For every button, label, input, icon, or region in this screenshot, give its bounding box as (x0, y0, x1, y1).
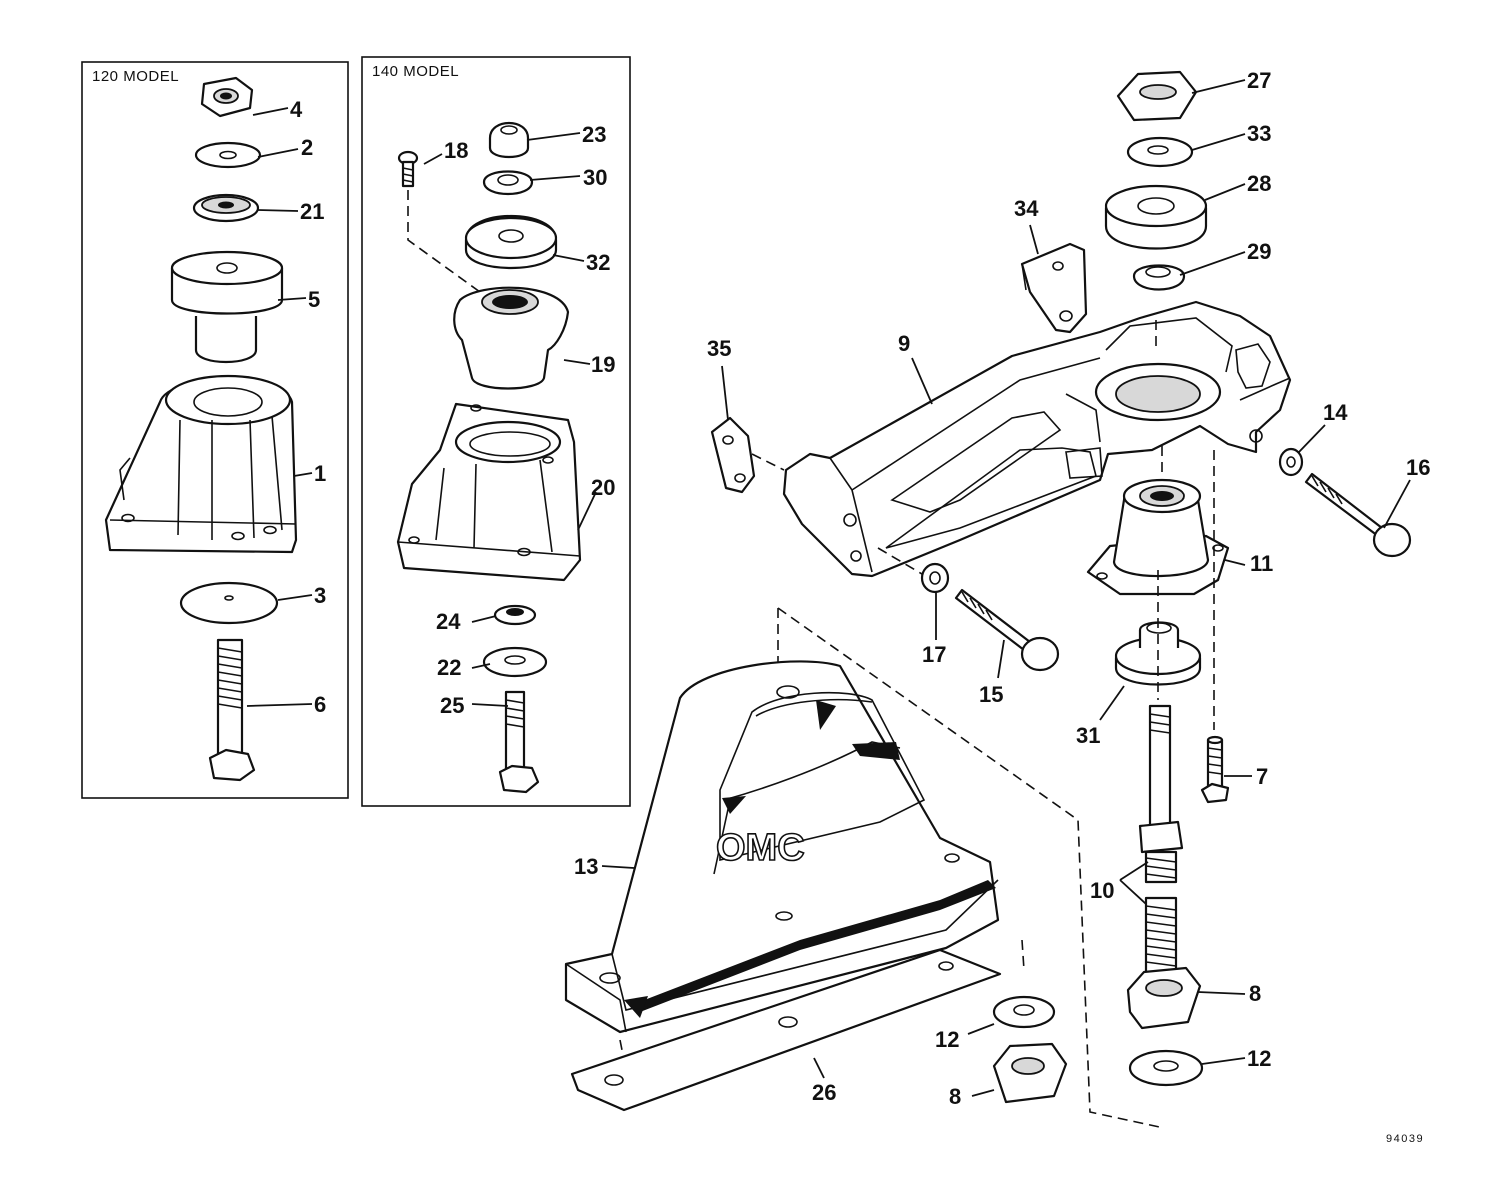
part-18-screw (397, 150, 481, 293)
callout-8-right: 8 (1249, 981, 1261, 1006)
callout-7: 7 (1256, 764, 1268, 789)
part-32-cushion (464, 215, 558, 270)
figure-code: 94039 (1386, 1133, 1424, 1145)
callout-13: 13 (574, 854, 598, 879)
part-24-washer (493, 604, 537, 626)
callout-12-right: 12 (1247, 1046, 1271, 1071)
callout-35: 35 (707, 336, 731, 361)
part-12-washer-left (992, 995, 1056, 1029)
callout-17: 17 (922, 642, 946, 667)
part-7-screw (1200, 450, 1230, 804)
part-33-washer (1126, 136, 1194, 168)
part-35-plate (710, 416, 785, 494)
callout-2: 2 (301, 135, 313, 160)
part-29-cap (1132, 264, 1186, 291)
part-6-bolt (208, 638, 256, 782)
leader-lines (246, 79, 1411, 1097)
part-8-nut-left (992, 1042, 1068, 1104)
part-2-washer (194, 141, 262, 169)
part-4-locknut (200, 76, 254, 118)
panel-140-title: 140 MODEL (372, 63, 459, 80)
part-34-plate (1020, 242, 1088, 334)
callout-30: 30 (583, 165, 607, 190)
callout-21: 21 (300, 199, 324, 224)
callout-18: 18 (444, 138, 468, 163)
callout-15: 15 (979, 682, 1003, 707)
part-28-cushion (1104, 184, 1208, 250)
callout-31: 31 (1076, 723, 1100, 748)
part-27-nut (1116, 70, 1198, 122)
part-19-cushion (453, 286, 570, 390)
part-16-bolt (1304, 472, 1412, 558)
callout-8-left: 8 (949, 1084, 961, 1109)
panel-120-model: 120 MODEL (81, 61, 349, 799)
panel-120-title: 120 MODEL (92, 68, 179, 85)
callout-12-left: 12 (935, 1027, 959, 1052)
callout-28: 28 (1247, 171, 1271, 196)
part-12-washer-right (1128, 1049, 1204, 1087)
part-21-washer (192, 193, 260, 223)
callout-4: 4 (290, 97, 303, 122)
part-3-washer (179, 581, 279, 625)
part-9-bracket (782, 300, 1292, 578)
callout-9: 9 (898, 331, 910, 356)
part-30-washer (482, 170, 534, 195)
brand-omc-logo: OMC (716, 827, 805, 869)
part-10-stud (1138, 570, 1184, 980)
callout-22: 22 (437, 655, 461, 680)
callout-33: 33 (1247, 121, 1271, 146)
callout-32: 32 (586, 250, 610, 275)
part-26-plate (570, 948, 1002, 1112)
callout-19: 19 (591, 352, 615, 377)
part-22-washer (482, 646, 548, 678)
callout-14: 14 (1323, 400, 1348, 425)
callout-27: 27 (1247, 68, 1271, 93)
callout-6: 6 (314, 692, 326, 717)
panel-140-model: 140 MODEL (361, 56, 631, 807)
callout-3: 3 (314, 583, 326, 608)
part-11-cushion-mount (1086, 446, 1230, 596)
callout-20: 20 (591, 475, 615, 500)
callout-25: 25 (440, 693, 464, 718)
callout-29: 29 (1247, 239, 1271, 264)
callout-labels: 4 2 21 5 1 3 6 23 30 32 18 19 20 24 22 2… (290, 68, 1430, 1109)
callout-23: 23 (582, 122, 606, 147)
part-23-cap (488, 122, 530, 159)
part-13-base-bracket: OMC (564, 607, 1165, 1129)
callout-26: 26 (812, 1080, 836, 1105)
callout-1: 1 (314, 461, 326, 486)
part-15-bolt (877, 547, 1060, 672)
part-5-rubber-cushion (170, 250, 284, 364)
callout-11: 11 (1250, 551, 1273, 576)
part-25-bolt (498, 690, 540, 794)
part-1-mount-bracket (104, 374, 298, 554)
part-17-washer (920, 562, 950, 594)
callout-34: 34 (1014, 196, 1039, 221)
callout-5: 5 (308, 287, 320, 312)
part-8-nut-right (1126, 966, 1202, 1030)
part-14-washer (1278, 447, 1304, 477)
callout-10: 10 (1090, 878, 1114, 903)
part-20-mount-bracket (396, 402, 582, 582)
callout-16: 16 (1406, 455, 1430, 480)
callout-24: 24 (436, 609, 461, 634)
